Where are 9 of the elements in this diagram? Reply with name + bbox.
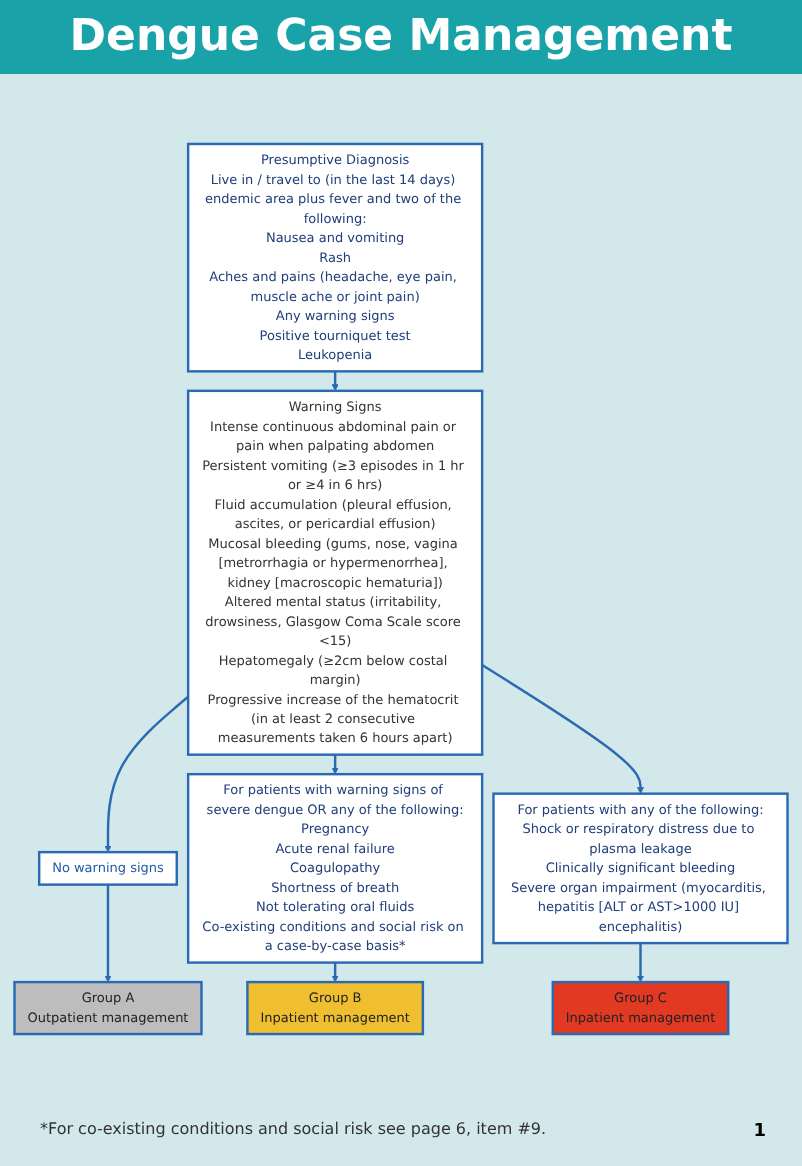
- arrow: [331, 754, 339, 775]
- arrow: [636, 943, 645, 983]
- arrow: [104, 884, 112, 983]
- arrow: [481, 664, 645, 794]
- title-banner: Dengue Case Management: [0, 0, 802, 74]
- arrow: [104, 695, 189, 853]
- arrow: [331, 962, 339, 983]
- page-number: 1: [753, 1122, 766, 1142]
- footnote: *For co-existing conditions and social risk see page 6, item #9.: [40, 1120, 547, 1138]
